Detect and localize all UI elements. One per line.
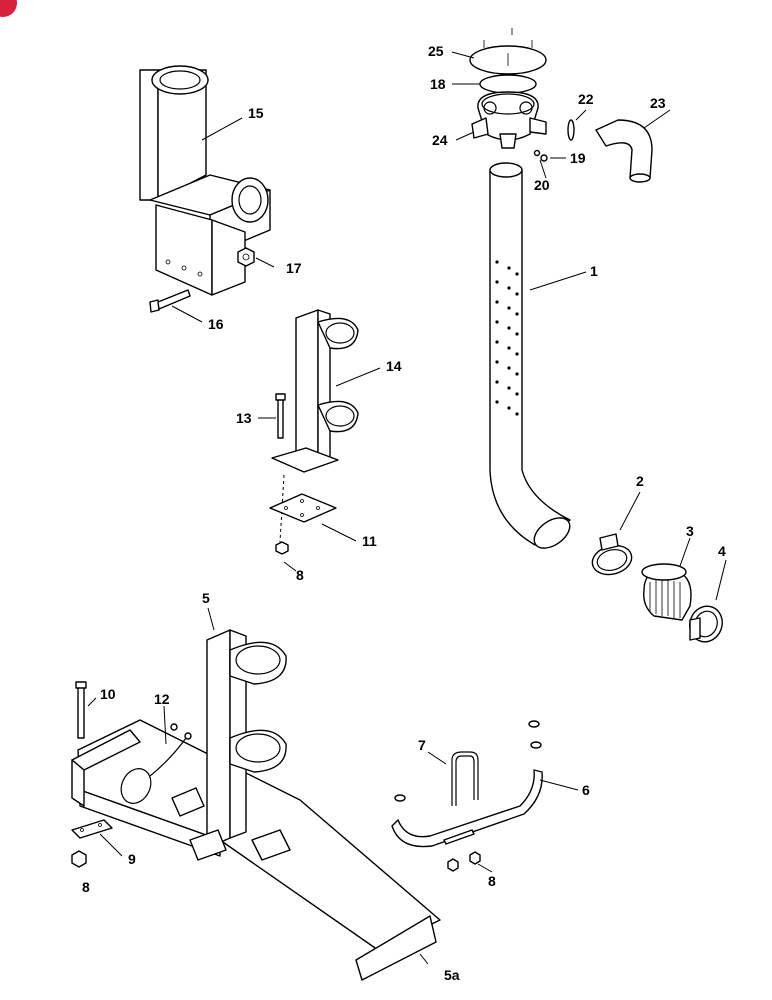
label-part-22: 22: [578, 91, 594, 107]
label-part-10: 10: [100, 686, 116, 702]
part-9-plate: [71, 819, 113, 839]
part-7-ubolt: [451, 751, 479, 806]
label-part-25: 25: [428, 43, 444, 59]
label-part-4: 4: [718, 543, 726, 559]
part-8-nut-middle: [275, 541, 289, 555]
part-17-nut: [237, 247, 255, 267]
label-part-13: 13: [236, 410, 252, 426]
pipe-perforations: [495, 260, 519, 416]
part-14-bracket: [271, 309, 359, 543]
part-18-gasket: [479, 74, 537, 94]
part-24-manifold: [471, 91, 547, 149]
part-2-clamp: [591, 533, 633, 576]
label-part-12: 12: [154, 691, 170, 707]
part-10-bolt: [75, 681, 87, 739]
part-15-bracket: [139, 65, 271, 296]
part-number-labels: 15 17 16 14 13 11 8 25 18 24 22 23 19 20…: [82, 43, 726, 983]
part-12-hose: [120, 723, 192, 804]
label-part-17: 17: [286, 260, 302, 276]
label-part-16: 16: [208, 316, 224, 332]
label-part-24: 24: [432, 132, 448, 148]
label-part-8-middle: 8: [296, 567, 304, 583]
part-11-plate: [269, 493, 337, 523]
label-part-20: 20: [534, 177, 550, 193]
label-part-19: 19: [570, 150, 586, 166]
part-1-pipe: [489, 162, 571, 549]
label-part-1: 1: [590, 263, 598, 279]
label-part-3: 3: [686, 523, 694, 539]
part-20-fitting: [533, 149, 541, 157]
part-3-filter: [641, 563, 692, 621]
part-19-fitting: [540, 154, 548, 162]
part-5-stand: [71, 629, 441, 981]
part-8-nuts-right: [447, 851, 481, 872]
part-13-bolt: [275, 393, 286, 439]
label-part-9: 9: [128, 851, 136, 867]
leader-lines: [87, 51, 727, 965]
part-16-bolt: [149, 289, 191, 313]
part-22-oring: [567, 119, 575, 141]
part-4-clamp: [689, 605, 723, 643]
label-part-5: 5: [202, 590, 210, 606]
label-part-2: 2: [636, 473, 644, 489]
corner-badge: [0, 0, 17, 17]
label-part-18: 18: [430, 76, 446, 92]
label-part-5a: 5a: [444, 967, 460, 983]
label-part-11: 11: [362, 533, 377, 549]
part-8-nut-left: [71, 850, 87, 868]
label-part-14: 14: [386, 358, 402, 374]
part-23-elbow: [595, 119, 653, 183]
part-6-strap: [391, 720, 543, 848]
label-part-23: 23: [650, 95, 666, 111]
label-part-8-right: 8: [488, 873, 496, 889]
label-part-15: 15: [248, 105, 264, 121]
part-25-cap-plate: [469, 28, 547, 75]
label-part-7: 7: [418, 737, 426, 753]
label-part-6: 6: [582, 782, 590, 798]
label-part-8-left: 8: [82, 879, 90, 895]
